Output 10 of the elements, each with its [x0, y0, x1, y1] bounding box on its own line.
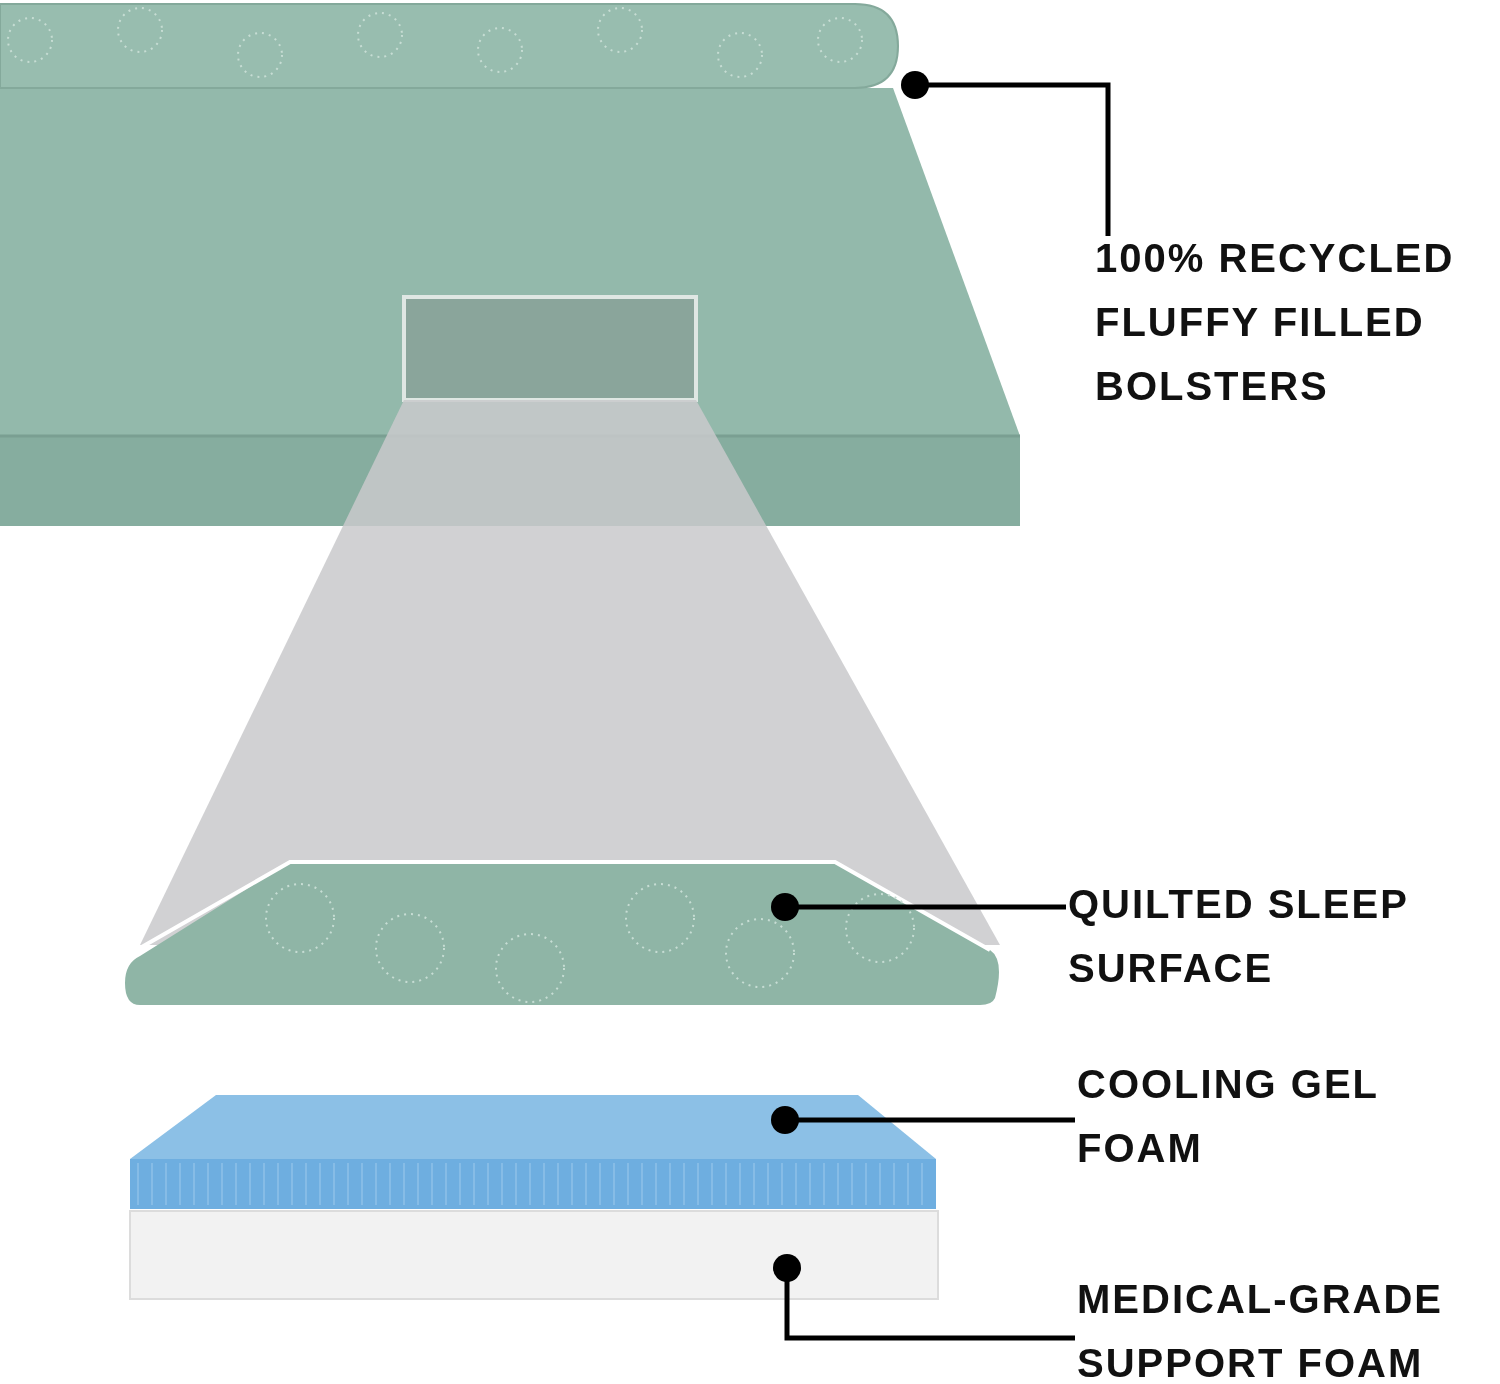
leader-line	[773, 1254, 1075, 1341]
callout-label: QUILTED SLEEP SURFACE	[1068, 881, 1410, 992]
callout-label: 100% RECYCLED FLUFFY FILLED BOLSTERS	[1095, 235, 1456, 410]
leader-line	[771, 893, 1066, 921]
leader-line	[901, 71, 1111, 236]
callout-label: MEDICAL-GRADE SUPPORT FOAM	[1077, 1276, 1444, 1384]
support-foam-layer	[128, 1210, 940, 1302]
leader-line	[771, 1106, 1075, 1134]
bolster-cushion	[0, 0, 900, 92]
callout-label: COOLING GEL FOAM	[1077, 1061, 1380, 1172]
